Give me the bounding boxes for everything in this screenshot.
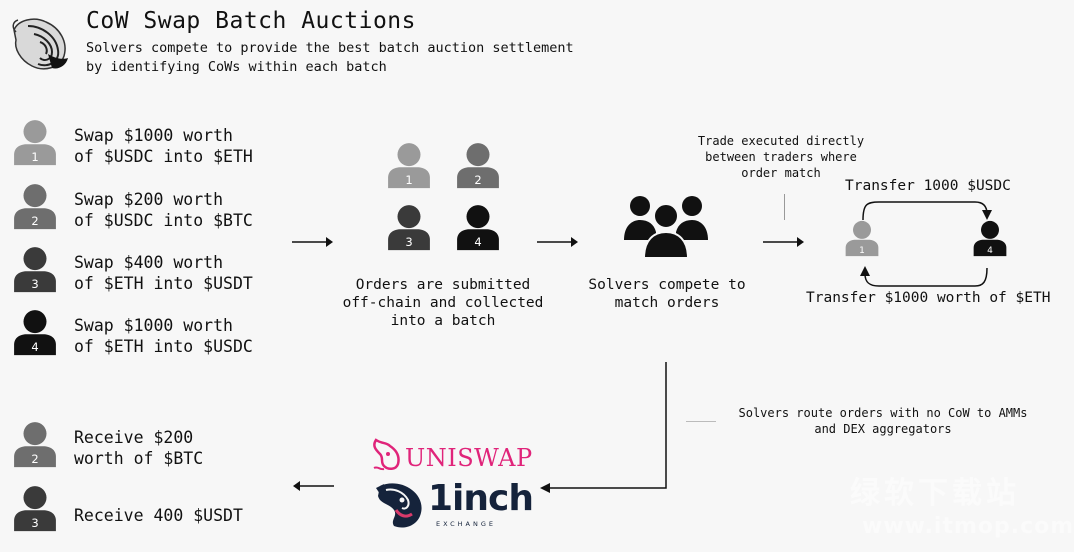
route-note-connector xyxy=(686,421,716,422)
svg-text:3: 3 xyxy=(31,277,38,291)
note-line: Solvers route orders with no CoW to AMMs xyxy=(738,406,1028,420)
cow-user-icon: 1 xyxy=(844,220,880,262)
order-description: Swap $1000 worth of $ETH into $USDC xyxy=(74,315,253,357)
note-line: and DEX aggregators xyxy=(814,422,952,436)
solvers-caption: Solvers compete to match orders xyxy=(574,276,760,312)
arrow-icon xyxy=(292,237,333,247)
order-line: of $USDC into $BTC xyxy=(74,211,253,230)
user-avatar-icon: 3 xyxy=(12,246,58,298)
order-line: of $ETH into $USDC xyxy=(74,337,253,356)
order-description: Swap $1000 worth of $USDC into $ETH xyxy=(74,125,253,167)
svg-text:1: 1 xyxy=(859,246,865,256)
order-description: Swap $400 worth of $ETH into $USDT xyxy=(74,252,253,294)
note-connector xyxy=(784,194,785,220)
svg-text:3: 3 xyxy=(31,516,38,530)
note-line: between traders where xyxy=(705,150,857,164)
cow-user-icon: 4 xyxy=(972,220,1008,262)
user-avatar-icon: 1 xyxy=(12,119,58,171)
svg-text:1: 1 xyxy=(31,150,38,164)
route-note: Solvers route orders with no CoW to AMMs… xyxy=(724,405,1042,437)
receive-line: Receive 400 $USDT xyxy=(74,506,243,525)
svg-text:2: 2 xyxy=(474,173,481,187)
arrow-icon xyxy=(537,237,578,247)
batch-caption: Orders are submitted off-chain and colle… xyxy=(330,276,556,330)
svg-text:3: 3 xyxy=(405,235,412,249)
user-avatar-icon: 4 xyxy=(12,309,58,361)
note-line: Trade executed directly xyxy=(697,134,865,148)
caption-line: off-chain and collected xyxy=(342,295,544,311)
uniswap-logo-text: UNISWAP xyxy=(405,444,533,472)
oneinch-unicorn-icon xyxy=(376,483,422,528)
route-arrow xyxy=(540,362,667,493)
order-line: of $ETH into $USDT xyxy=(74,274,253,293)
subtitle-line: Solvers compete to provide the best batc… xyxy=(86,40,574,56)
batch-user-icon: 1 xyxy=(386,142,432,194)
transfer-top-label: Transfer 1000 $USDC xyxy=(845,178,1011,194)
svg-text:4: 4 xyxy=(987,246,993,256)
batch-user-icon: 3 xyxy=(386,204,432,256)
svg-text:2: 2 xyxy=(31,214,38,228)
oneinch-logo-text: 1inch xyxy=(428,478,534,519)
cow-note: Trade executed directly between traders … xyxy=(676,133,886,181)
note-line: order match xyxy=(741,166,821,180)
receive-line: worth of $BTC xyxy=(74,449,204,468)
order-line: of $USDC into $ETH xyxy=(74,147,253,166)
receive-description: Receive $200 worth of $BTC xyxy=(74,427,203,469)
page-title: CoW Swap Batch Auctions xyxy=(86,8,416,34)
return-arrow-icon xyxy=(293,481,334,491)
transfer-bottom-label: Transfer $1000 worth of $ETH xyxy=(806,290,1051,306)
svg-text:2: 2 xyxy=(31,452,38,466)
svg-text:1: 1 xyxy=(405,173,412,187)
receive-description: Receive 400 $USDT xyxy=(74,505,243,526)
solvers-group-icon xyxy=(624,196,708,259)
subtitle-line: by identifying CoWs within each batch xyxy=(86,59,387,75)
order-description: Swap $200 worth of $USDC into $BTC xyxy=(74,189,253,231)
caption-line: Solvers compete to xyxy=(588,277,746,293)
batch-user-icon: 2 xyxy=(455,142,501,194)
caption-line: Orders are submitted xyxy=(355,277,531,293)
order-line: Swap $200 worth xyxy=(74,190,224,209)
order-line: Swap $400 worth xyxy=(74,253,224,272)
cow-match-arrows xyxy=(860,201,992,287)
order-line: Swap $1000 worth xyxy=(74,316,233,335)
watermark-url: www.itmop.com xyxy=(862,514,1074,539)
receive-line: Receive $200 xyxy=(74,428,194,447)
svg-text:4: 4 xyxy=(31,340,38,354)
page-subtitle: Solvers compete to provide the best batc… xyxy=(86,39,646,77)
watermark-text: 绿软下载站 xyxy=(850,476,1020,511)
cow-swap-logo xyxy=(12,18,68,70)
batch-user-icon: 4 xyxy=(455,204,501,256)
oneinch-exchange-text: EXCHANGE xyxy=(436,520,496,528)
caption-line: into a batch xyxy=(390,313,496,329)
svg-text:4: 4 xyxy=(474,235,481,249)
arrow-icon xyxy=(763,237,804,247)
user-avatar-icon: 2 xyxy=(12,183,58,235)
caption-line: match orders xyxy=(614,295,720,311)
order-line: Swap $1000 worth xyxy=(74,126,233,145)
user-avatar-icon: 2 xyxy=(12,421,58,473)
user-avatar-icon: 3 xyxy=(12,485,58,537)
uniswap-unicorn-icon xyxy=(373,438,400,471)
